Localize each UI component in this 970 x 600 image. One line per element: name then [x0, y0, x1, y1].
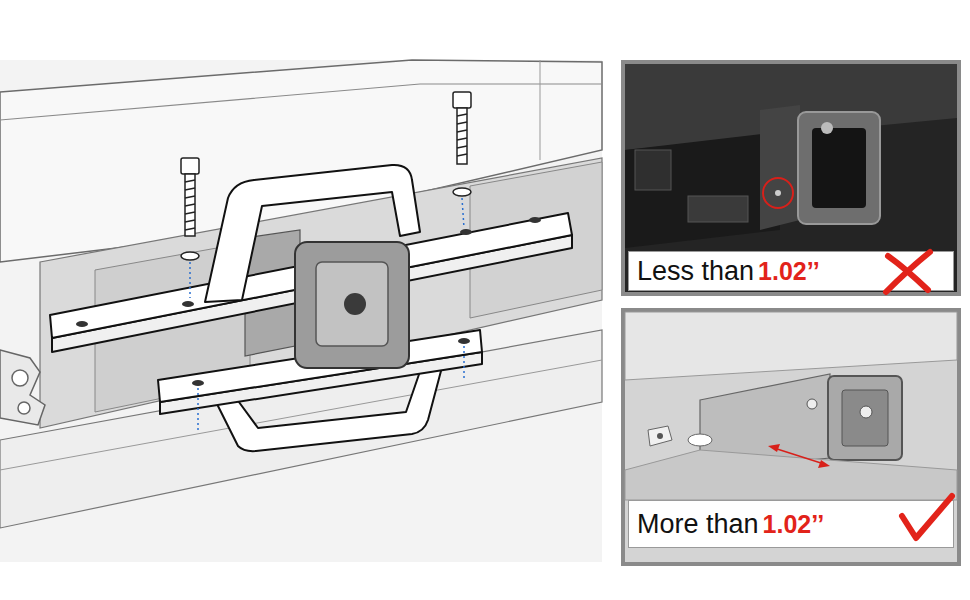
bolt: [453, 188, 471, 196]
caption-band: More than1.02’’: [628, 500, 954, 548]
photo-panel-right: [623, 310, 959, 564]
check-mark: [902, 496, 952, 538]
receiver-front: [295, 242, 409, 368]
bolt: [181, 158, 199, 174]
photo-panel-wrong: [775, 190, 781, 196]
bolt-hole: [458, 338, 470, 344]
bolt: [181, 252, 199, 260]
dimension-arrow: [768, 444, 830, 468]
bolt-hole: [460, 229, 472, 235]
cross-mark: [886, 252, 930, 292]
guide-line: [462, 198, 464, 228]
bolt: [453, 92, 471, 108]
vehicle-rear: [540, 60, 541, 160]
photo-panel-right: [807, 399, 817, 409]
tow-hook: [0, 350, 45, 425]
dimension-arrow: [818, 460, 830, 468]
photo-panel-right: [688, 434, 712, 446]
hitch-bracket: [50, 165, 572, 451]
check-mark: [902, 496, 952, 538]
bolt: [457, 114, 467, 156]
photo-panel-right: [648, 426, 672, 446]
photo-panel-wrong: [763, 178, 793, 208]
dimension-value: 1.02’’: [763, 510, 825, 539]
tow-hook: [12, 370, 28, 386]
photo-panel-wrong: [623, 62, 959, 294]
bolt-hole: [192, 380, 204, 386]
vehicle-rear: [0, 60, 602, 562]
cross-mark: [886, 252, 930, 292]
dimension-arrow: [774, 448, 824, 464]
photo-panel-right: [623, 310, 959, 564]
bolt-hole: [529, 217, 541, 223]
bolt: [185, 180, 195, 230]
bolt: [185, 174, 195, 236]
caption-band: Less than1.02’’: [628, 251, 954, 291]
vehicle-rear: [0, 60, 602, 562]
photo-panel-right: [860, 406, 872, 418]
photo-panel-right: [657, 433, 663, 439]
photo-panel-wrong: [812, 128, 866, 208]
guide-line: [190, 198, 464, 430]
cross-mark: [888, 256, 928, 290]
dimension-arrow: [768, 444, 780, 452]
tow-hook: [0, 350, 45, 425]
photo-panel-right: [842, 390, 888, 446]
photo-panel-wrong: [635, 150, 671, 190]
photo-panel-wrong: [798, 112, 880, 224]
photo-panel-wrong: [623, 62, 959, 294]
bolt: [457, 108, 467, 164]
photo-panel-wrong: [625, 132, 780, 248]
guide-line: [463, 346, 465, 378]
vehicle-rear: [0, 84, 602, 120]
guide-line: [189, 262, 191, 298]
photo-panel-wrong: [760, 105, 800, 230]
caption-text: Less than: [637, 256, 754, 287]
bolt: [181, 92, 471, 260]
bolt-hole: [76, 217, 541, 386]
bolt-hole: [182, 301, 194, 307]
tow-hook: [18, 402, 30, 414]
dimension-value: 1.02’’: [758, 257, 820, 286]
photo-panel-right: [828, 376, 902, 460]
receiver-front: [316, 262, 388, 346]
guide-line: [197, 388, 199, 430]
bolt-hole: [76, 321, 88, 327]
photo-panel-right: [625, 450, 957, 500]
photo-panel-right: [625, 312, 957, 380]
photo-panel-wrong: [688, 196, 748, 222]
photo-panel-wrong: [821, 122, 833, 134]
receiver-front: [295, 242, 409, 368]
receiver-front: [344, 293, 366, 315]
caption-text: More than: [637, 509, 759, 540]
